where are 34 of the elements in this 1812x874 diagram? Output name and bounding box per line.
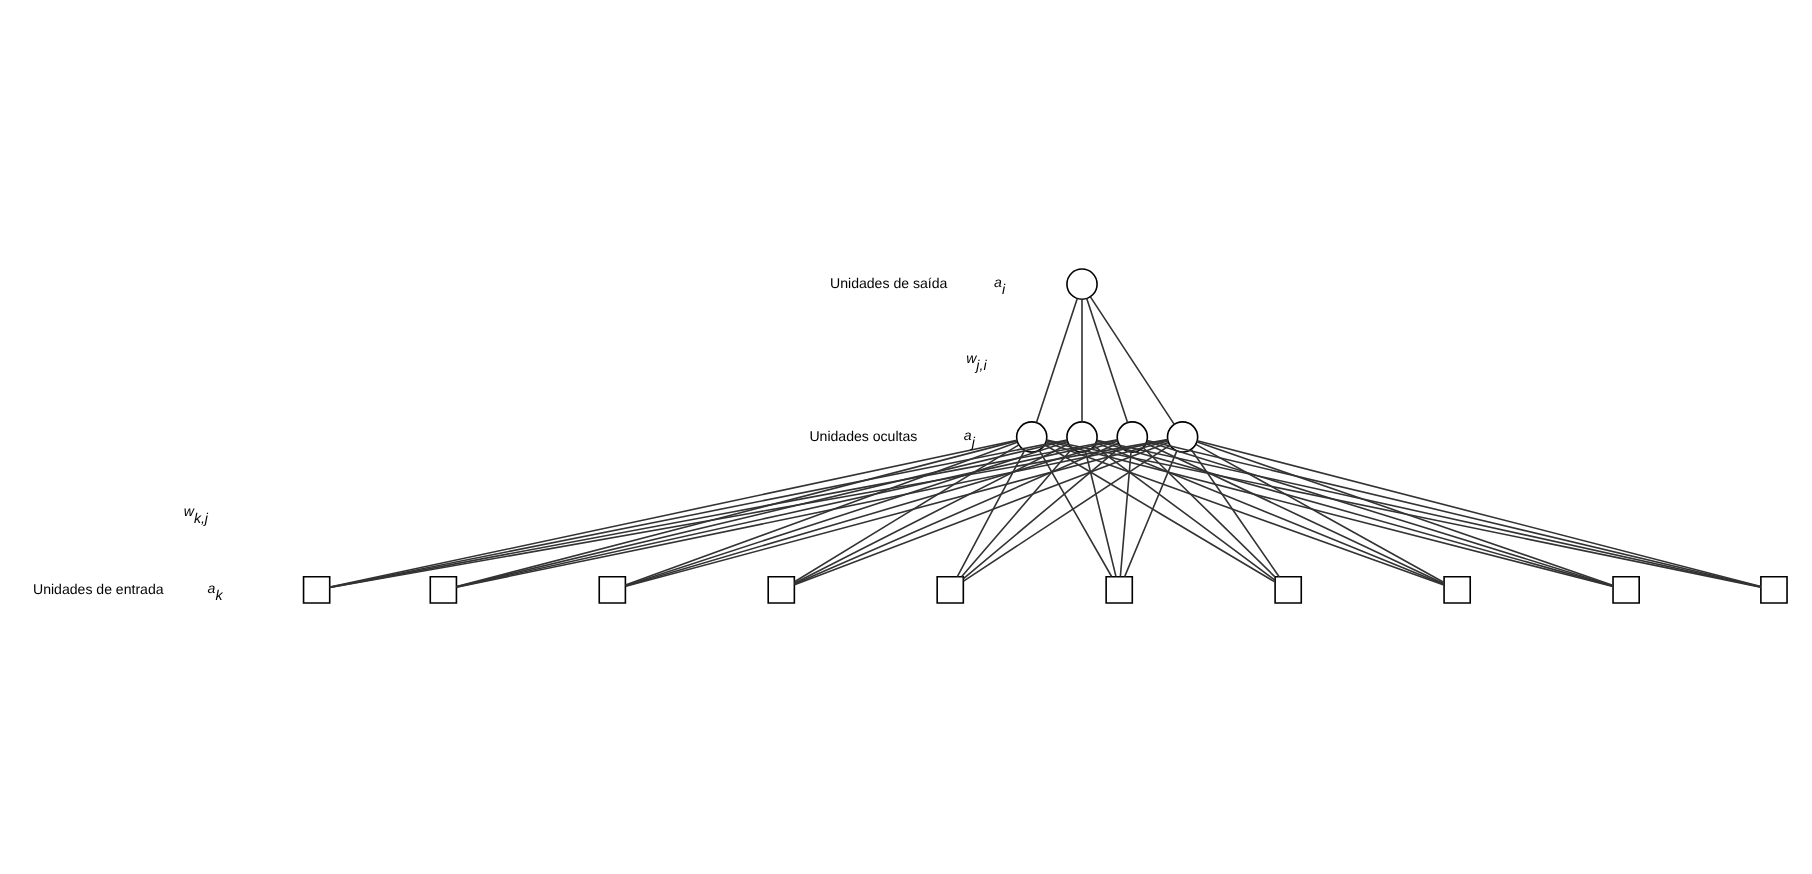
node-box <box>1612 576 1640 604</box>
connector <box>1038 449 1113 578</box>
connector <box>1081 298 1083 423</box>
node-box <box>429 576 458 604</box>
node-box <box>1274 576 1303 604</box>
connector <box>1089 296 1176 426</box>
node-box <box>1760 576 1788 604</box>
connector <box>793 443 1070 585</box>
node-circle <box>1166 421 1199 453</box>
node-box <box>598 576 627 604</box>
connector <box>960 447 1073 578</box>
connector <box>1119 451 1132 578</box>
node-box <box>1443 576 1472 604</box>
connector <box>1085 297 1129 424</box>
connector <box>1093 445 1276 581</box>
node-box <box>302 576 331 604</box>
node-circle <box>1066 268 1098 300</box>
connector <box>1142 447 1276 578</box>
node-box <box>1105 576 1134 604</box>
connector <box>1044 444 1276 583</box>
connector <box>1195 443 1445 584</box>
connector <box>1084 451 1117 578</box>
connector <box>962 444 1171 582</box>
node-circle <box>1015 421 1048 453</box>
node-circle <box>1116 421 1149 453</box>
node-box <box>767 576 796 604</box>
connector <box>962 446 1122 580</box>
connector <box>1035 297 1079 424</box>
node-box <box>936 576 965 604</box>
connector <box>1123 450 1178 578</box>
connector <box>793 444 1020 583</box>
connector <box>1190 448 1280 578</box>
connector <box>956 449 1026 578</box>
node-circle <box>1066 421 1098 453</box>
